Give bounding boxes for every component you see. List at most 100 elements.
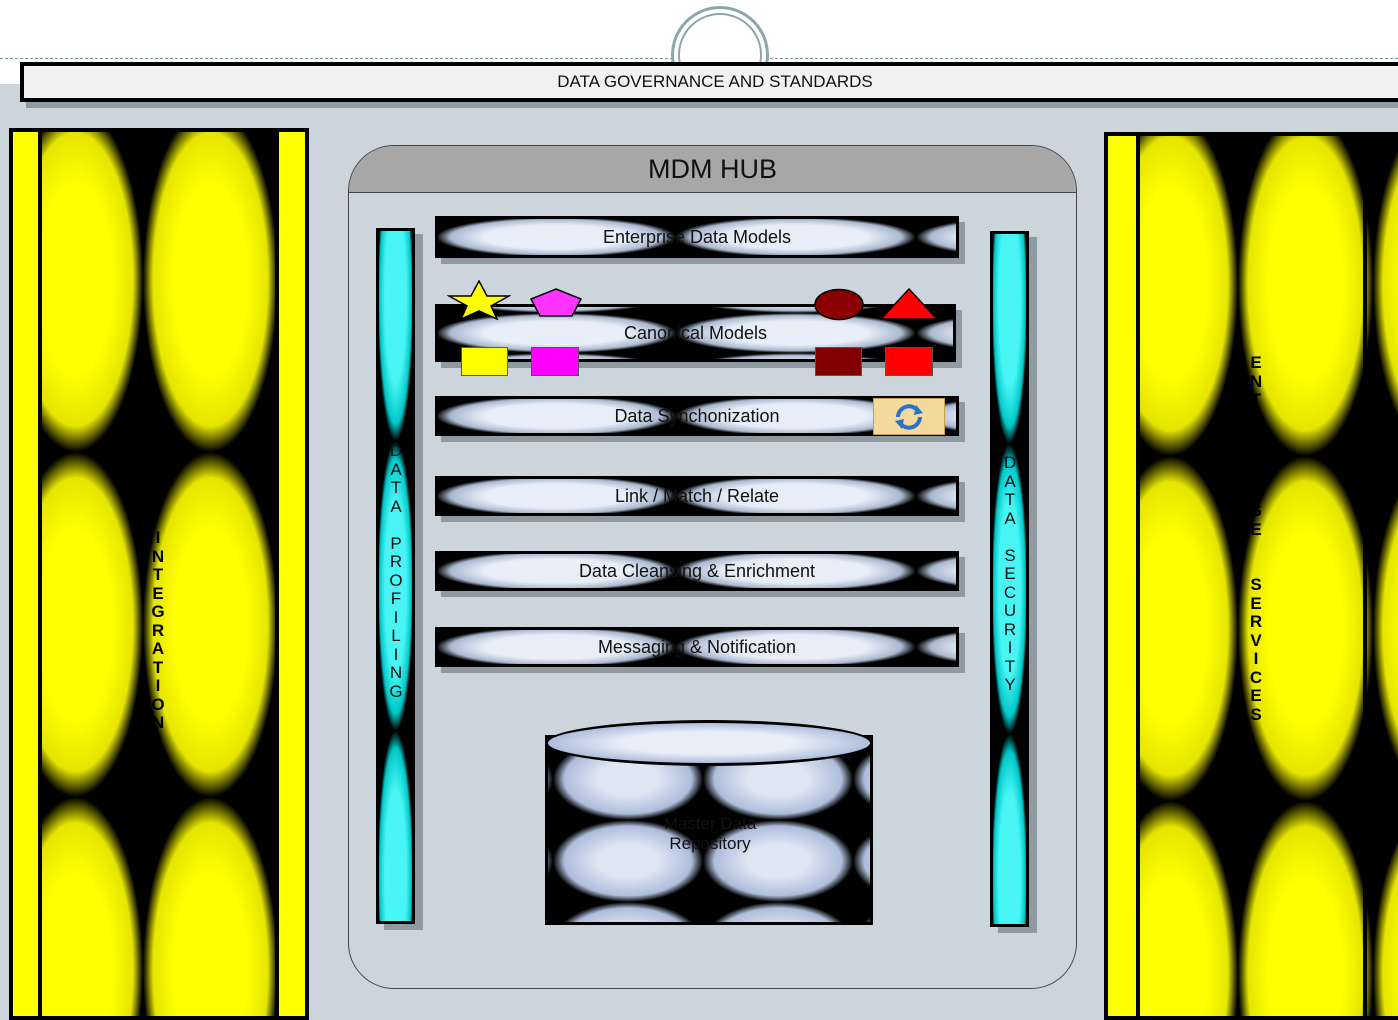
vertical-letter: A: [152, 437, 164, 456]
vertical-letter: A: [152, 474, 164, 493]
component-label: Canonical Models: [624, 323, 767, 344]
vertical-letter: T: [1005, 658, 1015, 677]
vertical-letter: R: [390, 553, 402, 572]
vertical-letter: E: [1250, 354, 1261, 373]
vertical-letter: [1254, 539, 1259, 558]
vertical-letter: [1254, 724, 1259, 743]
vertical-letter: V: [1250, 632, 1261, 651]
vertical-letter: D: [1004, 454, 1016, 473]
component-messaging-notification: Messaging & Notification: [435, 627, 959, 667]
vertical-letter: R: [152, 622, 164, 641]
pillar-edge: [13, 132, 38, 1016]
vertical-letter: E: [1250, 410, 1261, 429]
vertical-letter: P: [390, 535, 401, 554]
vertical-letter: R: [1250, 428, 1262, 447]
vertical-letter: [156, 511, 161, 530]
red-square-icon: [885, 347, 933, 376]
vertical-letter: [1008, 528, 1013, 547]
vertical-letter: G: [151, 603, 164, 622]
vertical-letter: S: [1250, 576, 1261, 595]
refresh-icon: [873, 398, 945, 435]
vertical-letter: S: [1004, 547, 1015, 566]
vertical-letter: T: [1251, 391, 1261, 410]
vertical-letter: I: [1254, 484, 1259, 503]
vertical-letter: [1254, 743, 1259, 762]
vertical-letter: I: [394, 646, 399, 665]
vertical-letter: T: [1005, 491, 1015, 510]
vertical-letter: N: [1250, 373, 1262, 392]
repository-label-line1: Master Data: [620, 814, 800, 834]
governance-banner: DATA GOVERNANCE AND STANDARDS: [20, 62, 1398, 102]
vertical-letter: E: [1250, 687, 1261, 706]
component-canonical-models: Canonical Models: [435, 304, 956, 362]
vertical-letter: B: [1250, 761, 1262, 780]
vertical-letter: E: [1250, 521, 1261, 540]
vertical-letter: I: [1008, 639, 1013, 658]
pillar-edge: [279, 132, 305, 1016]
vertical-letter: N: [152, 714, 164, 733]
vertical-letter: N: [152, 548, 164, 567]
vertical-letter: E: [152, 585, 163, 604]
component-label: Data Synchonization: [614, 406, 779, 427]
vertical-letter: U: [1250, 780, 1262, 799]
vertical-letter: A: [390, 498, 401, 517]
circle-icon: [813, 288, 865, 321]
vertical-letter: T: [391, 479, 401, 498]
vertical-letter: S: [1250, 502, 1261, 521]
pillar-stripe: [38, 132, 42, 1016]
vertical-letter: S: [1250, 798, 1261, 817]
vertical-letter: I: [1254, 650, 1259, 669]
vertical-letter: P: [1250, 447, 1261, 466]
repository-label-line2: Repository: [620, 834, 800, 854]
vertical-letter: R: [1250, 613, 1262, 632]
pillar-edge: [1108, 136, 1136, 1016]
governance-label: DATA GOVERNANCE AND STANDARDS: [557, 72, 873, 92]
star-icon: [447, 280, 511, 320]
vertical-letter: S: [1250, 706, 1261, 725]
maroon-square-icon: [815, 347, 862, 376]
component-label: Enterprise Data Models: [603, 227, 791, 248]
yellow-square-icon: [461, 347, 508, 376]
vertical-letter: [394, 516, 399, 535]
vertical-letter: L: [391, 627, 400, 646]
mdm-hub-header: MDM HUB: [349, 146, 1076, 193]
vertical-letter: U: [1004, 602, 1016, 621]
repository-label: Master Data Repository: [620, 814, 800, 854]
component-label: Data Cleansing & Enrichment: [579, 561, 815, 582]
mdm-hub-title: MDM HUB: [648, 154, 777, 185]
component-label: Messaging & Notification: [598, 637, 796, 658]
vertical-letter: A: [1004, 473, 1015, 492]
vertical-letter: [156, 492, 161, 511]
vertical-letter: D: [152, 418, 164, 437]
vertical-letter: G: [389, 683, 402, 702]
pillar-stripe: [1136, 136, 1140, 1016]
vertical-letter: A: [1004, 510, 1015, 529]
vertical-letter: F: [391, 590, 401, 609]
component-data-cleansing-enrichment: Data Cleansing & Enrichment: [435, 551, 959, 591]
vertical-letter: C: [1250, 669, 1262, 688]
pillar-stripe: [1363, 136, 1367, 1016]
vertical-letter: R: [1004, 621, 1016, 640]
triangle-icon: [879, 288, 939, 321]
vertical-letter: N: [390, 664, 402, 683]
vertical-letter: I: [156, 529, 161, 548]
vertical-letter: Y: [1004, 676, 1015, 695]
pentagon-icon: [529, 288, 583, 318]
vertical-letter: T: [153, 659, 163, 678]
vertical-letter: O: [151, 696, 164, 715]
vertical-letter: T: [153, 566, 163, 585]
vertical-letter: I: [394, 609, 399, 628]
vertical-letter: I: [156, 677, 161, 696]
vertical-letter: D: [390, 442, 402, 461]
component-enterprise-data-models: Enterprise Data Models: [435, 216, 959, 258]
vertical-letter: E: [1250, 595, 1261, 614]
vertical-letter: [1254, 558, 1259, 577]
vertical-letter: A: [152, 640, 164, 659]
magenta-square-icon: [531, 347, 579, 376]
vertical-letter: C: [1004, 584, 1016, 603]
vertical-letter: O: [389, 572, 402, 591]
